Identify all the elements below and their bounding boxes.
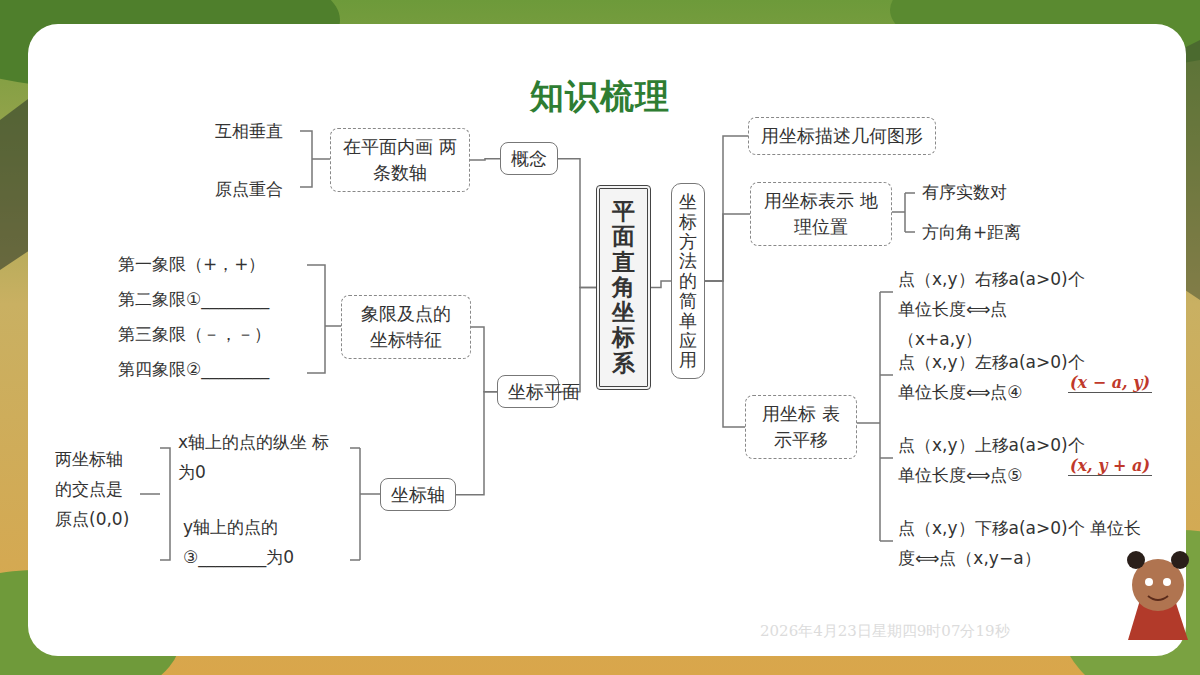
note-text: 有序实数对 xyxy=(922,178,1007,208)
brackets xyxy=(140,131,915,560)
note-text: x轴上的点的纵坐 标为0 xyxy=(178,428,338,488)
node-text: 用坐标 表示平移 xyxy=(758,401,844,453)
connector xyxy=(705,281,745,427)
mascot xyxy=(1127,551,1189,640)
concept-box: 坐标平面 xyxy=(497,375,559,408)
topic-box: 象限及点的 坐标特征 xyxy=(341,295,471,359)
connector xyxy=(471,327,497,392)
node-text: 在平面内画 两条数轴 xyxy=(343,134,457,186)
watermark: 2026年4月23日星期四9时07分19秒 xyxy=(760,622,1010,641)
root-box: 平面直角坐标系 xyxy=(596,185,651,390)
translation-rule: 点（x,y）上移a(a>0)个 单位长度⟺点⑤ xyxy=(898,431,1090,491)
topic-box: 用坐标描述几何图形 xyxy=(748,117,936,155)
translation-rule: 点（x,y）下移a(a>0)个 单位长度⟺点（x,y−a） xyxy=(898,514,1148,574)
quadrant-text: 第二象限①________ xyxy=(118,285,269,315)
concept-box: 坐标轴 xyxy=(380,478,456,511)
connector xyxy=(558,159,596,288)
connector xyxy=(705,214,750,281)
node-text: 概念 xyxy=(511,147,547,170)
node-text: 象限及点的 坐标特征 xyxy=(354,301,458,353)
node-text: 平面直角坐标系 xyxy=(612,199,635,376)
connector xyxy=(456,392,497,495)
quadrant-text: 第一象限（+，+） xyxy=(118,250,266,280)
connector xyxy=(651,281,671,287)
translation-rule: 点（x,y）右移a(a>0)个 单位长度⟺点（x+a,y） xyxy=(898,265,1090,354)
translation-rule: 点（x,y）左移a(a>0)个 单位长度⟺点④ xyxy=(898,348,1090,408)
node-text: 坐标方法的简单应用 xyxy=(679,192,697,370)
answer-text: (x − a, y) xyxy=(1068,373,1152,393)
slide-title: 知识梳理 xyxy=(0,74,1200,120)
connector xyxy=(705,136,748,281)
connector xyxy=(470,159,500,160)
topic-box: 用坐标 表示平移 xyxy=(745,395,857,459)
answer-text: (x, y + a) xyxy=(1068,456,1152,476)
note-text: y轴上的点的 ③________为0 xyxy=(183,513,333,573)
node-text: 用坐标表示 地理位置 xyxy=(763,188,879,240)
note-text: 两坐标轴 的交点是 原点(0,0) xyxy=(55,445,143,534)
node-text: 坐标轴 xyxy=(391,483,445,506)
connector xyxy=(559,288,596,392)
note-text: 互相垂直 xyxy=(215,117,283,147)
quadrant-text: 第四象限②________ xyxy=(118,355,269,385)
branch-box: 坐标方法的简单应用 xyxy=(671,183,705,379)
node-text: 用坐标描述几何图形 xyxy=(761,123,923,149)
topic-box: 在平面内画 两条数轴 xyxy=(330,128,470,192)
node-text: 坐标平面 xyxy=(508,380,548,403)
note-text: 原点重合 xyxy=(215,175,283,205)
quadrant-text: 第三象限（－，－） xyxy=(118,320,271,350)
topic-box: 用坐标表示 地理位置 xyxy=(750,182,892,246)
concept-box: 概念 xyxy=(500,142,558,175)
note-text: 方向角+距离 xyxy=(922,218,1021,248)
